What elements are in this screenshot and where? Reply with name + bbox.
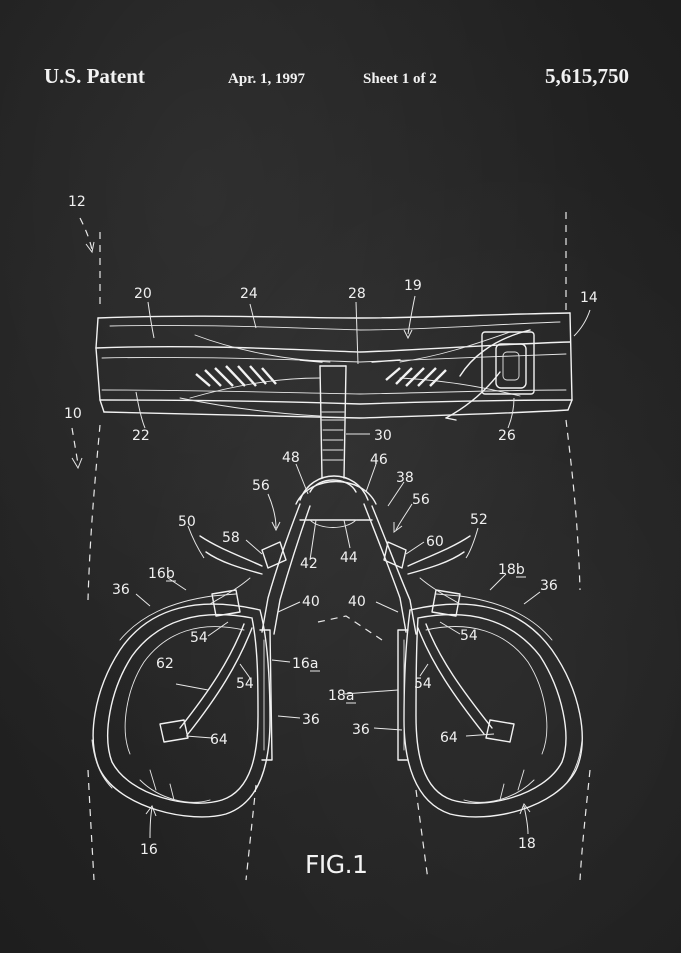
ref-44: 44 bbox=[340, 550, 358, 566]
ref-42: 42 bbox=[300, 556, 318, 572]
ref-64-left: 64 bbox=[210, 732, 228, 748]
leader-lines bbox=[71, 217, 591, 839]
ref-48: 48 bbox=[282, 450, 300, 466]
header-title: U.S. Patent bbox=[44, 64, 145, 88]
ref-54-a: 54 bbox=[190, 630, 208, 646]
center-strap bbox=[295, 365, 377, 528]
ref-36-inner-left: 36 bbox=[302, 712, 320, 728]
left-leg-loop bbox=[91, 589, 273, 818]
ref-18b: 18b bbox=[498, 562, 525, 578]
ref-14: 14 bbox=[580, 290, 598, 306]
right-leg-loop bbox=[397, 589, 583, 818]
header-sheet: Sheet 1 of 2 bbox=[363, 71, 437, 87]
ref-62: 62 bbox=[156, 656, 174, 672]
ref-56-left: 56 bbox=[252, 478, 270, 494]
reference-numerals: 12 10 14 19 20 22 24 26 28 30 38 46 48 5… bbox=[64, 194, 598, 858]
connector-straps bbox=[199, 503, 471, 635]
ref-16: 16 bbox=[140, 842, 158, 858]
header-patent-number: 5,615,750 bbox=[545, 64, 629, 88]
ref-16a: 16a bbox=[292, 656, 318, 672]
ref-38: 38 bbox=[396, 470, 414, 486]
ref-10: 10 bbox=[64, 406, 82, 422]
belt-hatching bbox=[195, 365, 447, 387]
ref-50: 50 bbox=[178, 514, 196, 530]
header-date: Apr. 1, 1997 bbox=[228, 71, 305, 87]
ref-64-right: 64 bbox=[440, 730, 458, 746]
ref-54-c: 54 bbox=[236, 676, 254, 692]
ref-54-d: 54 bbox=[414, 676, 432, 692]
ref-46: 46 bbox=[370, 452, 388, 468]
ref-40-left: 40 bbox=[302, 594, 320, 610]
ref-58: 58 bbox=[222, 530, 240, 546]
ref-36-inner-right: 36 bbox=[352, 722, 370, 738]
body-outline bbox=[87, 212, 591, 881]
ref-28: 28 bbox=[348, 286, 366, 302]
ref-18: 18 bbox=[518, 836, 536, 852]
ref-52: 52 bbox=[470, 512, 488, 528]
ref-54-b: 54 bbox=[460, 628, 478, 644]
ref-30: 30 bbox=[374, 428, 392, 444]
ref-16b: 16b bbox=[148, 566, 175, 582]
ref-56-right: 56 bbox=[412, 492, 430, 508]
ref-60: 60 bbox=[426, 534, 444, 550]
ref-12: 12 bbox=[68, 194, 86, 210]
figure-label: FIG.1 bbox=[305, 850, 368, 879]
ref-22: 22 bbox=[132, 428, 150, 444]
ref-36-upper-right: 36 bbox=[540, 578, 558, 594]
ref-40-right: 40 bbox=[348, 594, 366, 610]
ref-19: 19 bbox=[404, 278, 422, 294]
ref-36-upper-left: 36 bbox=[112, 582, 130, 598]
ref-20: 20 bbox=[134, 286, 152, 302]
ref-24: 24 bbox=[240, 286, 258, 302]
ref-18a: 18a bbox=[328, 688, 354, 704]
ref-26: 26 bbox=[498, 428, 516, 444]
